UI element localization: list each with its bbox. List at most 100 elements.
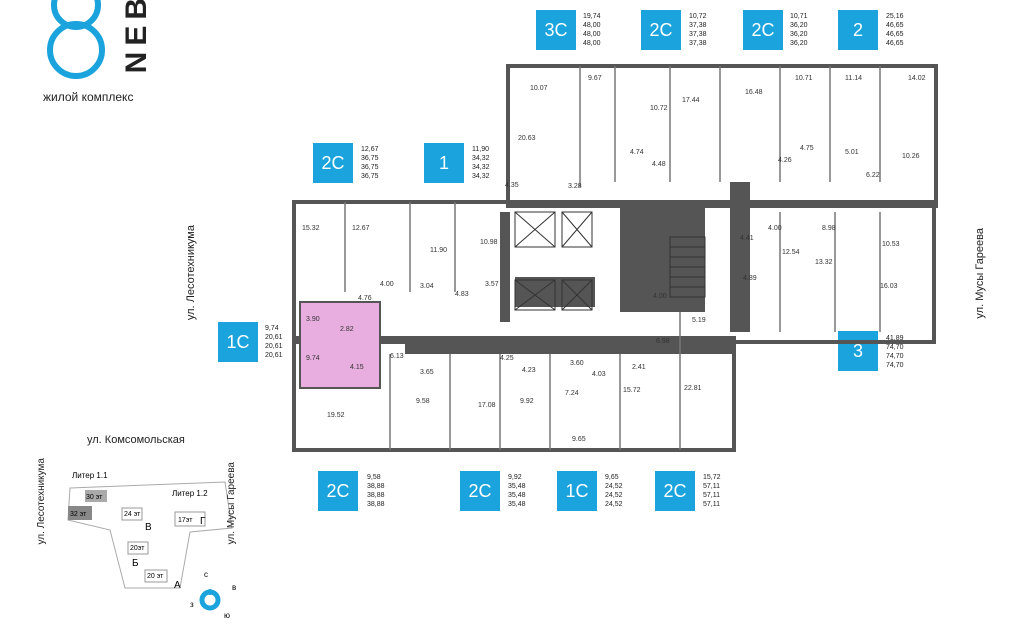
- room-area-label: 9.67: [588, 75, 602, 82]
- compass-n: с: [204, 570, 208, 579]
- site-street-left: ул. Лесотехникума: [36, 458, 47, 545]
- compass-icon: с в ю з: [190, 570, 236, 620]
- room-area-label: 11.90: [430, 247, 447, 254]
- building-24: [121, 507, 143, 521]
- logo-eight-icon: [47, 0, 105, 79]
- room-area-label: 12.67: [352, 225, 370, 232]
- apt-badge-bottom-2[interactable]: 2С: [460, 471, 500, 511]
- room-area-label: 16.03: [880, 283, 898, 290]
- building-32: [68, 506, 92, 520]
- room-area-label: 10.07: [530, 85, 548, 92]
- room-area-label: 9.74: [306, 355, 320, 362]
- building-30: [85, 490, 107, 502]
- plan-lifts: [514, 211, 706, 311]
- room-area-label: 4.35: [505, 182, 519, 189]
- compass-s: ю: [224, 611, 230, 620]
- room-area-label: 6.98: [656, 338, 670, 345]
- site-b32: 32 эт: [70, 511, 87, 518]
- room-area-label: 4.76: [358, 295, 372, 302]
- site-outline: [67, 481, 233, 589]
- room-area-label: 4.25: [500, 355, 514, 362]
- highlighted-apartment: [299, 301, 381, 389]
- room-area-label: 4.41: [740, 235, 754, 242]
- room-area-label: 5.01: [845, 149, 859, 156]
- room-area-label: 4.00: [653, 293, 667, 300]
- apt-badge-top-2[interactable]: 2С: [641, 10, 681, 50]
- site-G: Г: [200, 516, 206, 527]
- room-area-label: 4.03: [592, 371, 606, 378]
- room-area-label: 3.04: [420, 283, 434, 290]
- room-area-label: 22.81: [684, 385, 702, 392]
- room-area-label: 3.90: [306, 316, 320, 323]
- apt-badge-top-4[interactable]: 2: [838, 10, 878, 50]
- building-20b: [144, 569, 168, 583]
- site-liter12: Литер 1.2: [172, 489, 208, 498]
- room-area-label: 3.65: [420, 369, 434, 376]
- room-area-label: 9.65: [572, 436, 586, 443]
- room-area-label: 20.63: [518, 135, 536, 142]
- room-area-label: 15.32: [302, 225, 320, 232]
- room-area-label: 4.26: [778, 157, 792, 164]
- site-liter11: Литер 1.1: [72, 471, 108, 480]
- site-street-right: ул. Мусы Гареева: [226, 462, 237, 545]
- room-area-label: 16.48: [745, 89, 763, 96]
- room-area-label: 19.52: [327, 412, 345, 419]
- room-area-label: 10.72: [650, 105, 668, 112]
- room-area-label: 6.22: [866, 172, 880, 179]
- site-V: В: [145, 522, 152, 533]
- room-area-label: 14.02: [908, 75, 926, 82]
- room-area-label: 10.53: [882, 241, 900, 248]
- site-plan: Литер 1.1 Литер 1.2 30 эт 32 эт 24 эт 17…: [67, 471, 233, 590]
- room-area-label: 10.71: [795, 75, 813, 82]
- room-area-label: 10.98: [480, 239, 498, 246]
- room-area-label: 5.19: [692, 317, 706, 324]
- room-area-label: 2.41: [632, 364, 646, 371]
- apt-badge-top-1[interactable]: 3С: [536, 10, 576, 50]
- room-area-label: 15.72: [623, 387, 641, 394]
- site-A: А: [174, 580, 181, 590]
- apt-badge-right-1[interactable]: 3: [838, 331, 878, 371]
- room-area-label: 4.23: [522, 367, 536, 374]
- apt-badge-left-2[interactable]: 1: [424, 143, 464, 183]
- street-right-label: ул. Мусы Гареева: [974, 228, 986, 319]
- compass-w: з: [190, 600, 194, 609]
- room-area-label: 3.57: [485, 281, 499, 288]
- apt-badge-top-3[interactable]: 2С: [743, 10, 783, 50]
- street-bottom-label: ул. Комсомольская: [87, 434, 185, 446]
- room-area-label: 17.44: [682, 97, 700, 104]
- room-area-label: 7.24: [565, 390, 579, 397]
- apt-badge-bottom-4[interactable]: 2С: [655, 471, 695, 511]
- compass-e: в: [232, 583, 236, 592]
- tagline: жилой комплекс: [43, 90, 134, 104]
- room-area-label: 2.82: [340, 326, 354, 333]
- street-left-label: ул. Лесотехникума: [185, 225, 197, 321]
- room-area-label: 4.48: [652, 161, 666, 168]
- room-area-label: 4.00: [768, 225, 782, 232]
- room-area-label: 10.26: [902, 153, 920, 160]
- apt-badge-left-1[interactable]: 2С: [313, 143, 353, 183]
- building-20a: [127, 541, 149, 555]
- apt-badge-bottom-3[interactable]: 1С: [557, 471, 597, 511]
- room-labels: 10.07 9.67 10.72 17.44 16.48 10.71 11.14 14.02 2…: [302, 75, 926, 443]
- site-b17: 17эт: [178, 517, 193, 524]
- room-area-label: 3.28: [568, 183, 582, 190]
- brand-name: NEB: [120, 0, 153, 74]
- room-area-label: 11.14: [845, 75, 862, 82]
- room-area-label: 3.60: [570, 360, 584, 367]
- apt-badge-bottom-1[interactable]: 2С: [318, 471, 358, 511]
- site-b20a: 20эт: [130, 545, 145, 552]
- room-area-label: 6.13: [390, 353, 404, 360]
- room-area-label: 4.15: [350, 364, 364, 371]
- room-area-label: 12.54: [782, 249, 800, 256]
- room-area-label: 4.00: [380, 281, 394, 288]
- room-area-label: 17.08: [478, 402, 496, 409]
- apt-badge-left-3[interactable]: 1С: [218, 322, 258, 362]
